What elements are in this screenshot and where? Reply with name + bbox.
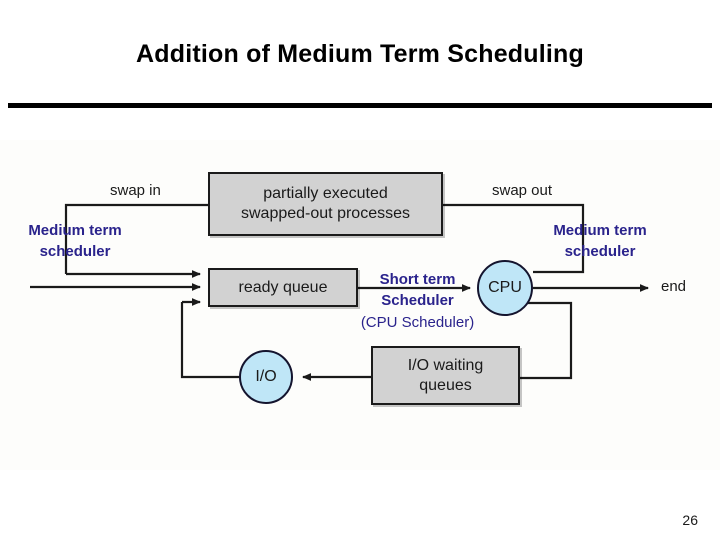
label-swap-in: swap in xyxy=(110,182,161,199)
annotation-medium-term-scheduler-left-line-1: Medium term xyxy=(28,222,122,239)
wire-cpu-to-io-queues xyxy=(520,301,573,380)
node-swapped-out-processes-line-1: partially executed xyxy=(263,185,388,203)
node-io-waiting-queues-line-2: queues xyxy=(419,376,472,394)
label-swap-out: swap out xyxy=(492,182,553,199)
annotation-medium-term-scheduler-left-line-2: scheduler xyxy=(39,243,111,261)
annotation-short-term-scheduler-line-2: Scheduler xyxy=(381,292,454,310)
node-io-label: I/O xyxy=(255,368,277,385)
node-ready-queue-label: ready queue xyxy=(238,278,328,296)
node-cpu[interactable]: CPU xyxy=(477,260,533,316)
annotation-short-term-scheduler-line-1: Short term xyxy=(379,271,456,288)
node-ready-queue[interactable]: ready queue xyxy=(208,268,358,307)
node-cpu-label: CPU xyxy=(488,279,522,296)
wire-swap-out xyxy=(443,203,585,274)
node-swapped-out-processes-line-2: swapped-out processes xyxy=(241,205,410,222)
annotation-medium-term-scheduler-left: Medium term scheduler xyxy=(0,220,150,263)
node-io[interactable]: I/O xyxy=(239,350,293,404)
wire-io-return xyxy=(180,302,239,379)
annotation-medium-term-scheduler-right: Medium term scheduler xyxy=(525,220,675,263)
label-end: end xyxy=(661,278,687,295)
node-io-waiting-queues-line-1: I/O waiting xyxy=(407,356,484,374)
page-title: Addition of Medium Term Scheduling xyxy=(136,40,584,68)
process-scheduling-diagram: partially executed swapped-out processes… xyxy=(0,140,720,470)
page-number: 26 xyxy=(682,512,698,528)
annotation-medium-term-scheduler-right-line-1: Medium term xyxy=(553,222,647,239)
annotation-medium-term-scheduler-right-line-2: scheduler xyxy=(564,243,636,261)
connector-wires xyxy=(30,203,649,381)
wire-swap-in xyxy=(64,203,208,274)
annotation-short-term-scheduler-line-3: (CPU Scheduler) xyxy=(360,313,475,331)
node-swapped-out-processes[interactable]: partially executed swapped-out processes xyxy=(208,172,443,236)
title-divider xyxy=(8,103,712,108)
node-io-waiting-queues[interactable]: I/O waiting queues xyxy=(371,346,520,405)
annotation-short-term-scheduler: Short term Scheduler (CPU Scheduler) xyxy=(345,269,490,333)
